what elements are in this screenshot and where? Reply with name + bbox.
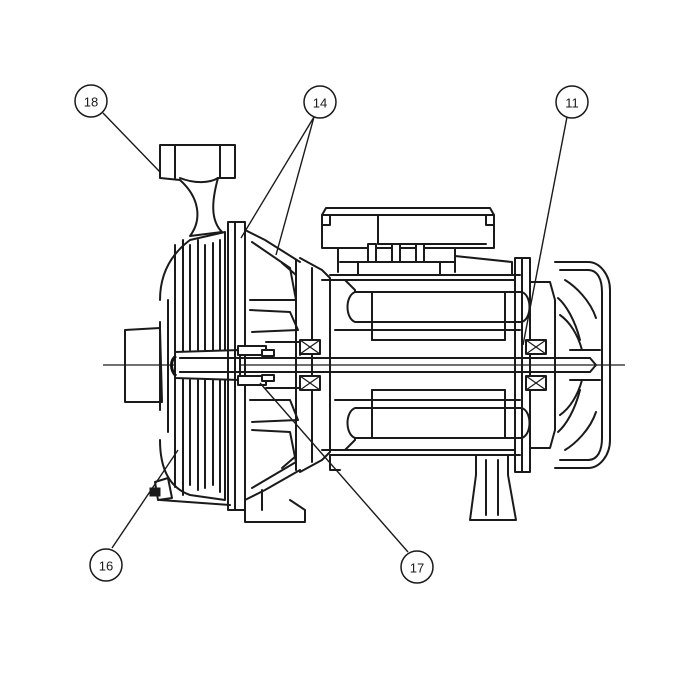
leader-17	[259, 382, 409, 553]
callout-14: 14	[303, 85, 337, 119]
callout-11-label: 11	[565, 96, 579, 111]
leader-lines	[102, 112, 568, 553]
callout-14-label: 14	[313, 96, 327, 111]
motor-front-bracket	[295, 257, 356, 473]
leader-18	[102, 112, 161, 173]
mechanical-seal	[237, 341, 301, 389]
volute-casing	[124, 144, 236, 506]
callout-17-label: 17	[410, 561, 424, 576]
terminal-box	[321, 207, 513, 276]
leader-14a	[240, 116, 315, 239]
cooling-fan	[554, 261, 611, 469]
callout-11: 11	[555, 85, 589, 119]
callout-16: 16	[89, 548, 123, 582]
callout-18: 18	[74, 84, 108, 118]
leader-16	[111, 449, 179, 549]
rear-end-shield	[514, 257, 556, 473]
leader-11	[522, 116, 568, 346]
leader-14b	[275, 116, 315, 256]
callout-17: 17	[400, 550, 434, 584]
callout-18-label: 18	[84, 95, 98, 110]
callout-16-label: 16	[99, 559, 113, 574]
impeller	[170, 239, 241, 493]
motor-housing	[329, 274, 531, 521]
